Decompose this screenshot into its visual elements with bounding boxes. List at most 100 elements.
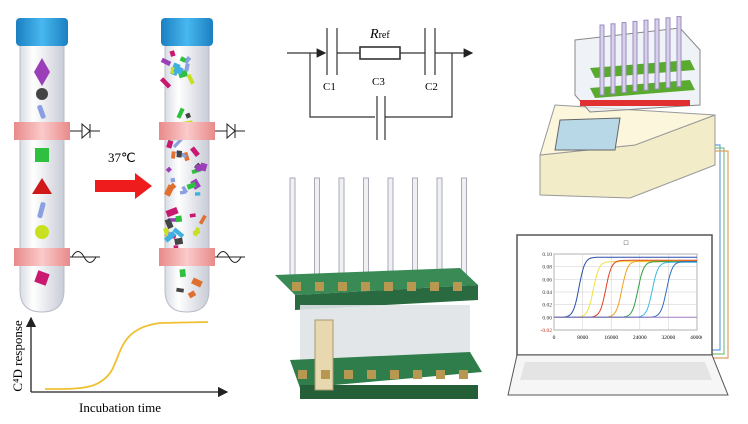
capillary bbox=[599, 24, 605, 96]
instrument-screen bbox=[554, 117, 621, 151]
y-tick-label: 0.10 bbox=[542, 252, 552, 258]
x-tick-label: 16000 bbox=[604, 335, 618, 341]
instrument-device bbox=[539, 16, 716, 199]
c3-label: C3 bbox=[372, 76, 385, 88]
degraded-particle bbox=[187, 290, 197, 299]
incubation-temperature: 37℃ bbox=[108, 150, 136, 165]
electrode-band bbox=[14, 122, 70, 140]
electrode-connector bbox=[384, 282, 393, 291]
electrode-connector bbox=[453, 282, 462, 291]
resistor-label: Rref bbox=[369, 27, 390, 42]
capillary bbox=[665, 17, 671, 89]
degraded-particle bbox=[179, 56, 187, 63]
x-tick-label: 32000 bbox=[662, 335, 676, 341]
degraded-particle bbox=[165, 206, 179, 218]
capillary bbox=[621, 22, 627, 94]
degraded-particle bbox=[183, 56, 192, 65]
degraded-particle bbox=[172, 227, 185, 239]
degraded-particle bbox=[184, 63, 190, 72]
capillary bbox=[676, 16, 682, 88]
tube-cap bbox=[16, 18, 68, 46]
electrode-connector bbox=[292, 282, 301, 291]
series-line-s1 bbox=[554, 256, 697, 318]
tube-after-incubation bbox=[159, 18, 215, 313]
degraded-particle bbox=[171, 151, 176, 159]
degraded-particle bbox=[174, 237, 184, 246]
electrode-signal-icon bbox=[70, 122, 100, 263]
electrode-connector bbox=[390, 370, 399, 379]
c1-label: C1 bbox=[323, 81, 336, 93]
y-tick-label: 0.04 bbox=[542, 290, 552, 296]
capillary bbox=[338, 177, 345, 289]
degraded-particle bbox=[181, 185, 189, 194]
equivalent-circuit bbox=[287, 28, 474, 140]
y-axis-label: C⁴D response bbox=[10, 320, 25, 392]
degraded-particle bbox=[159, 77, 172, 89]
capillary bbox=[643, 19, 649, 91]
capillary bbox=[610, 23, 616, 95]
capillary bbox=[654, 18, 660, 90]
x-tick-label: 0 bbox=[553, 335, 556, 341]
degraded-particle bbox=[170, 177, 176, 183]
tube-before-incubation bbox=[14, 18, 70, 313]
capillary bbox=[289, 177, 296, 289]
degraded-particle bbox=[194, 192, 201, 196]
electrode-connector bbox=[413, 370, 422, 379]
x-tick-label: 8000 bbox=[577, 335, 588, 341]
capillary bbox=[632, 20, 638, 92]
response-curve bbox=[44, 321, 209, 390]
degraded-particle bbox=[199, 162, 208, 172]
degraded-particle bbox=[160, 57, 172, 67]
degraded-particle bbox=[163, 230, 177, 243]
incubation-arrow bbox=[95, 173, 152, 199]
response-plot: Incubation time C⁴D response bbox=[10, 316, 229, 415]
electrode-connector bbox=[321, 370, 330, 379]
c2-label: C2 bbox=[425, 81, 438, 93]
y-tick-label: 0.00 bbox=[542, 315, 552, 321]
electrode-connector bbox=[344, 370, 353, 379]
degraded-particle bbox=[185, 112, 192, 119]
data-cable bbox=[712, 144, 729, 359]
degraded-particle bbox=[179, 268, 186, 278]
cube-particle bbox=[35, 148, 49, 162]
detector-board-assembly bbox=[275, 177, 482, 399]
degraded-particle bbox=[190, 146, 200, 158]
degraded-particle bbox=[191, 277, 203, 288]
degraded-particle bbox=[186, 181, 197, 190]
electrode-connector bbox=[338, 282, 347, 291]
y-tick-label: 0.06 bbox=[542, 277, 552, 283]
x-tick-label: 40000 bbox=[690, 335, 704, 341]
capillary bbox=[314, 177, 320, 289]
electrode-connector bbox=[436, 370, 445, 379]
degraded-particle bbox=[189, 213, 196, 218]
degraded-particle bbox=[176, 150, 183, 158]
y-tick-label: 0.08 bbox=[542, 265, 552, 271]
degraded-particle bbox=[165, 166, 172, 173]
laptop: □ 0 8000 16000 24000 32000 40000 0.10 0.08 0.06 0… bbox=[507, 234, 729, 396]
electrode-connector bbox=[315, 282, 324, 291]
degraded-particle bbox=[169, 50, 176, 57]
degraded-particle bbox=[170, 67, 175, 74]
electrode-connector bbox=[367, 370, 376, 379]
electrode-connector bbox=[430, 282, 439, 291]
degraded-particle bbox=[192, 226, 201, 237]
x-axis-label: Incubation time bbox=[79, 400, 161, 415]
degraded-particle bbox=[164, 184, 175, 197]
electrode-connector bbox=[407, 282, 416, 291]
electrode-connector bbox=[459, 370, 468, 379]
electrode-signal-icon bbox=[215, 122, 245, 263]
window-title: □ bbox=[624, 239, 629, 247]
degraded-particle bbox=[176, 107, 185, 119]
electrode-connector bbox=[361, 282, 370, 291]
electrode-band bbox=[14, 248, 70, 266]
y-tick-label: 0.02 bbox=[542, 303, 552, 309]
degraded-particle bbox=[173, 64, 184, 75]
degraded-particle bbox=[166, 139, 174, 149]
degraded-particle bbox=[172, 137, 184, 149]
degraded-particle bbox=[176, 287, 184, 293]
electrode-connector bbox=[298, 370, 307, 379]
diamond-particle bbox=[34, 58, 50, 86]
x-tick-label: 24000 bbox=[633, 335, 647, 341]
degraded-particle bbox=[164, 218, 174, 230]
